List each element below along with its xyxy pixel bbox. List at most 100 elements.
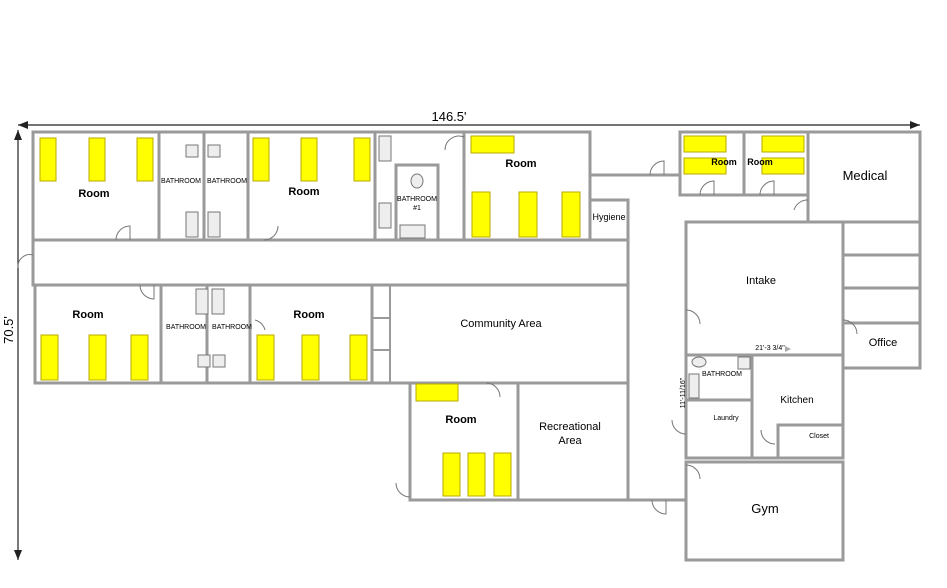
- bed: [683, 157, 727, 175]
- shower-icon: [688, 373, 700, 399]
- laundry-label: Laundry: [713, 415, 739, 422]
- room-label: Room: [445, 414, 476, 426]
- fixtures: [185, 135, 751, 399]
- bathroom-1-number: #1: [413, 205, 421, 212]
- shower-icon: [195, 288, 209, 315]
- bed: [518, 191, 538, 238]
- closet-room: [776, 423, 845, 460]
- hygiene-label: Hygiene: [592, 212, 625, 222]
- toilet-icon: [691, 356, 707, 368]
- door-icon: [842, 319, 858, 335]
- bathroom-label: BATHROOM: [207, 178, 247, 185]
- door-icon: [651, 499, 667, 515]
- recreational-label: Recreational: [539, 421, 601, 433]
- sink-icon: [185, 144, 199, 158]
- bed: [88, 137, 106, 182]
- bed: [561, 191, 581, 238]
- sink-icon: [737, 356, 751, 370]
- bed: [415, 383, 459, 402]
- community-area-label: Community Area: [460, 318, 542, 330]
- bed: [39, 137, 57, 182]
- bathroom-1-label: BATHROOM: [397, 196, 437, 203]
- room-label: Room: [288, 186, 319, 198]
- bed: [301, 334, 320, 381]
- sink-icon: [197, 354, 211, 368]
- room-label: Room: [293, 309, 324, 321]
- doors: [17, 135, 858, 515]
- door-icon: [485, 382, 501, 398]
- room-label: Room: [747, 157, 773, 167]
- height-dimension: 70.5': [1, 130, 22, 560]
- bed: [683, 135, 727, 153]
- bed: [136, 137, 154, 182]
- room-label: Room: [711, 157, 737, 167]
- recreational-area: [516, 381, 630, 502]
- cell-3: [841, 286, 922, 325]
- shower-icon: [207, 211, 221, 238]
- gym-label: Gym: [751, 501, 778, 516]
- bed: [471, 191, 491, 238]
- bathroom-label: BATHROOM: [161, 178, 201, 185]
- closet-label: Closet: [809, 433, 829, 440]
- door-icon: [793, 199, 809, 211]
- door-icon: [671, 419, 687, 435]
- room-label: Room: [78, 188, 109, 200]
- door-icon: [685, 464, 701, 480]
- bathroom-label: BATHROOM: [212, 324, 252, 331]
- sink-icon: [378, 135, 392, 162]
- door-icon: [649, 160, 665, 176]
- laundry-room: [684, 398, 754, 460]
- gym-room: [684, 460, 845, 562]
- door-icon: [759, 180, 775, 196]
- bed: [353, 137, 371, 182]
- door-icon: [760, 429, 776, 445]
- bed: [88, 334, 107, 381]
- bathroom-label: BATHROOM: [702, 371, 742, 378]
- bed: [470, 135, 515, 154]
- bed: [467, 452, 486, 497]
- office-label: Office: [869, 337, 898, 349]
- shower-icon: [185, 211, 199, 238]
- door-icon: [254, 319, 266, 331]
- beds: [39, 135, 805, 497]
- cell-2: [841, 253, 922, 290]
- door-icon: [139, 284, 155, 300]
- cell-1: [841, 220, 922, 257]
- arrow-icon: [785, 346, 791, 352]
- width-label: 146.5': [431, 109, 466, 124]
- bathroom-label: BATHROOM: [166, 324, 206, 331]
- bed: [761, 135, 805, 153]
- door-icon: [115, 225, 131, 241]
- intake-room: [684, 220, 845, 357]
- bed: [349, 334, 368, 381]
- medical-label: Medical: [843, 168, 888, 183]
- door-icon: [685, 309, 701, 325]
- medical-room: [806, 130, 922, 224]
- shower-icon: [211, 288, 225, 315]
- bed: [130, 334, 149, 381]
- door-icon: [395, 482, 411, 498]
- width-dimension: 146.5': [18, 109, 920, 129]
- door-icon: [263, 225, 279, 241]
- room-label: Room: [505, 158, 536, 170]
- bathroom-depth-dimension: 11'-11/16": [680, 377, 687, 408]
- bed: [300, 137, 318, 182]
- community-area: [370, 283, 630, 385]
- bed: [761, 157, 805, 175]
- sink-icon: [207, 144, 221, 158]
- sink-icon: [378, 202, 392, 229]
- door-icon: [444, 135, 465, 151]
- bed: [40, 334, 59, 381]
- bed: [442, 452, 461, 497]
- sink-icon: [212, 354, 226, 368]
- door-icon: [699, 180, 715, 196]
- height-label: 70.5': [1, 316, 16, 344]
- bed: [493, 452, 512, 497]
- bed: [256, 334, 275, 381]
- hygiene-room: [588, 198, 630, 242]
- bed: [252, 137, 270, 182]
- kitchen-label: Kitchen: [780, 395, 813, 406]
- recreational-label-2: Area: [558, 435, 582, 447]
- toilet-icon: [410, 173, 424, 189]
